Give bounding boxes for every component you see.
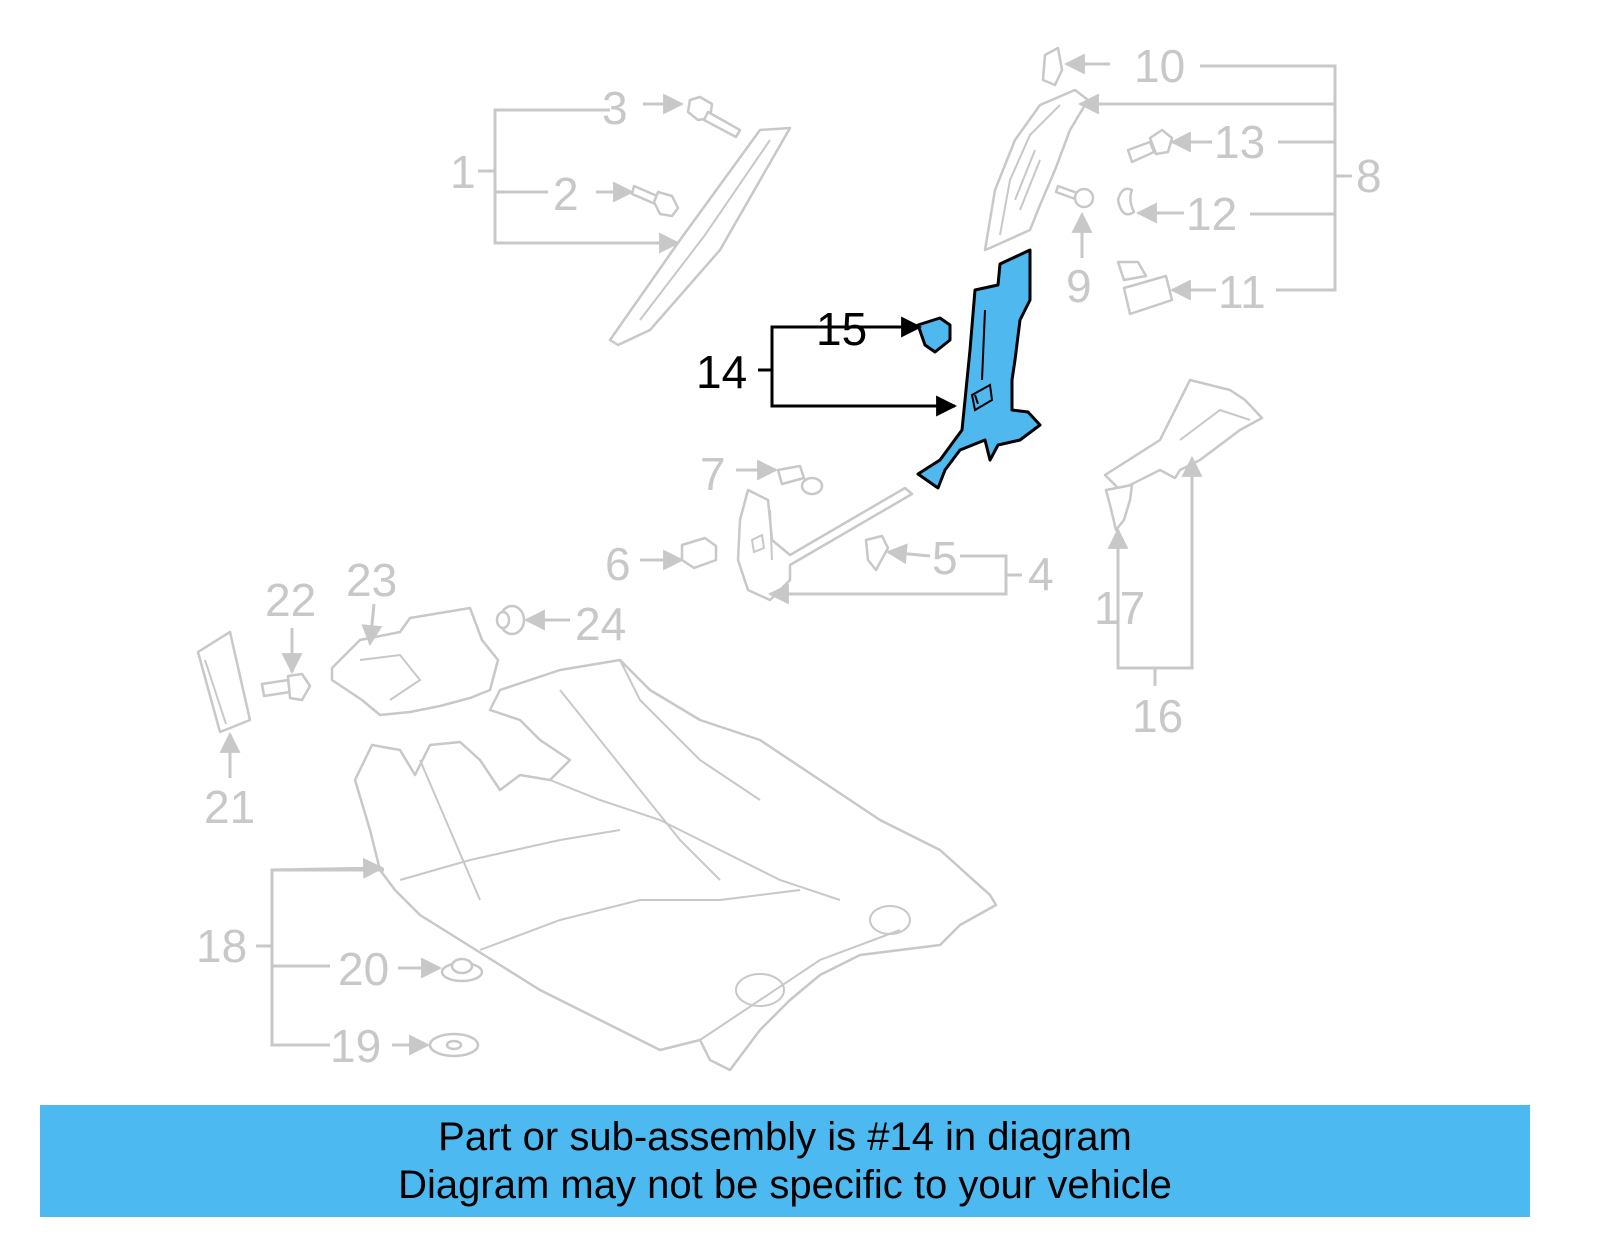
part-4-group: 7 6 5 4 bbox=[605, 448, 1054, 605]
bolt-22-icon bbox=[260, 672, 312, 702]
callout-5: 5 bbox=[932, 532, 958, 584]
callout-10: 10 bbox=[1134, 40, 1185, 92]
bolt-3-icon bbox=[686, 95, 742, 139]
info-banner: Part or sub-assembly is #14 in diagram D… bbox=[40, 1105, 1530, 1217]
bolt-13-icon bbox=[1126, 128, 1174, 164]
clip-10-icon bbox=[1041, 46, 1064, 87]
a-pillar-trim bbox=[608, 126, 792, 347]
part-8-group: 10 13 8 12 9 11 bbox=[983, 40, 1382, 318]
screw-9-icon bbox=[1054, 184, 1095, 209]
callout-9: 9 bbox=[1066, 260, 1092, 312]
callout-17: 17 bbox=[1094, 582, 1145, 634]
clip-5-icon bbox=[864, 534, 890, 572]
clip-17-icon bbox=[1104, 483, 1134, 532]
bolt-2-icon bbox=[630, 184, 680, 218]
panel-21 bbox=[196, 630, 252, 734]
clip-7-icon bbox=[776, 464, 824, 496]
callout-3: 3 bbox=[602, 82, 628, 134]
callout-19: 19 bbox=[330, 1020, 381, 1072]
washer-19-icon bbox=[428, 1032, 480, 1058]
callout-2: 2 bbox=[553, 168, 579, 220]
clip-6-icon bbox=[680, 536, 718, 570]
parts-21-24-group: 21 22 23 24 bbox=[196, 554, 626, 833]
banner-line-2: Diagram may not be specific to your vehi… bbox=[398, 1163, 1172, 1207]
callout-18: 18 bbox=[196, 920, 247, 972]
part-1-group: 1 2 3 bbox=[450, 82, 792, 347]
cover-11-icon bbox=[1116, 260, 1174, 316]
part-16-group: 17 16 bbox=[1094, 378, 1264, 742]
grommet-24-icon bbox=[495, 604, 526, 636]
callout-14: 14 bbox=[696, 346, 747, 398]
callout-11: 11 bbox=[1218, 266, 1266, 318]
lower-b-pillar-trim-highlighted bbox=[916, 248, 1042, 490]
callout-13: 13 bbox=[1214, 116, 1265, 168]
callout-16: 16 bbox=[1132, 690, 1183, 742]
clip-12-icon bbox=[1116, 187, 1136, 216]
callout-23: 23 bbox=[346, 554, 397, 606]
bracket-23 bbox=[330, 606, 500, 717]
callout-20: 20 bbox=[338, 943, 389, 995]
callout-6: 6 bbox=[605, 538, 631, 590]
rear-sill-trim bbox=[1103, 378, 1264, 492]
callout-21: 21 bbox=[204, 781, 255, 833]
callout-7: 7 bbox=[700, 448, 726, 500]
callout-24: 24 bbox=[575, 598, 626, 650]
callout-15: 15 bbox=[816, 303, 867, 355]
part-18-group: 18 20 19 bbox=[196, 658, 998, 1072]
callout-22: 22 bbox=[265, 574, 316, 626]
callout-1: 1 bbox=[450, 146, 476, 198]
callout-8: 8 bbox=[1356, 150, 1382, 202]
parts-diagram: 1 2 3 bbox=[196, 40, 1382, 1072]
part-14-group: 14 15 bbox=[696, 248, 1042, 490]
callout-12: 12 bbox=[1186, 188, 1237, 240]
callout-4: 4 bbox=[1028, 548, 1054, 600]
banner-line-1: Part or sub-assembly is #14 in diagram bbox=[438, 1115, 1132, 1159]
floor-carpet bbox=[353, 658, 998, 1072]
clip-20-icon bbox=[440, 957, 484, 983]
clip-15-icon-highlighted bbox=[916, 316, 952, 354]
